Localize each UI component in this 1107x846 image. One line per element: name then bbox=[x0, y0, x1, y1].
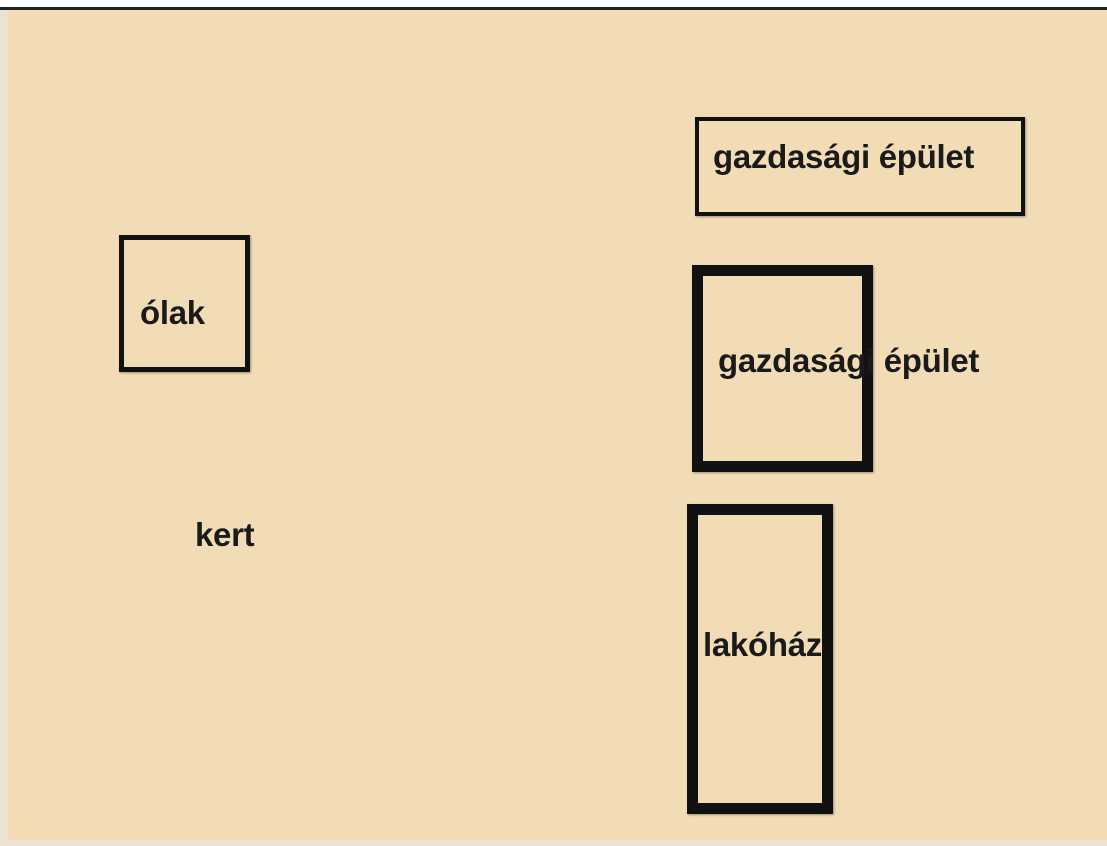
bottom-edge bbox=[0, 840, 1107, 846]
left-edge bbox=[0, 10, 8, 846]
lakohaz-label: lakóház bbox=[703, 626, 822, 663]
olak-label: ólak bbox=[140, 294, 205, 331]
gazdasagi-epulet-label-top: gazdasági épület bbox=[713, 138, 975, 175]
gazdasagi-epulet-label-middle: gazdasági épület bbox=[718, 342, 980, 379]
top-border bbox=[0, 0, 1107, 10]
olak-box bbox=[119, 235, 250, 372]
lakohaz-box bbox=[687, 504, 833, 814]
kert-label: kert bbox=[195, 516, 255, 553]
gazdasagi-epulet-box-middle bbox=[692, 265, 873, 472]
gazdasagi-epulet-box-top bbox=[695, 117, 1025, 216]
